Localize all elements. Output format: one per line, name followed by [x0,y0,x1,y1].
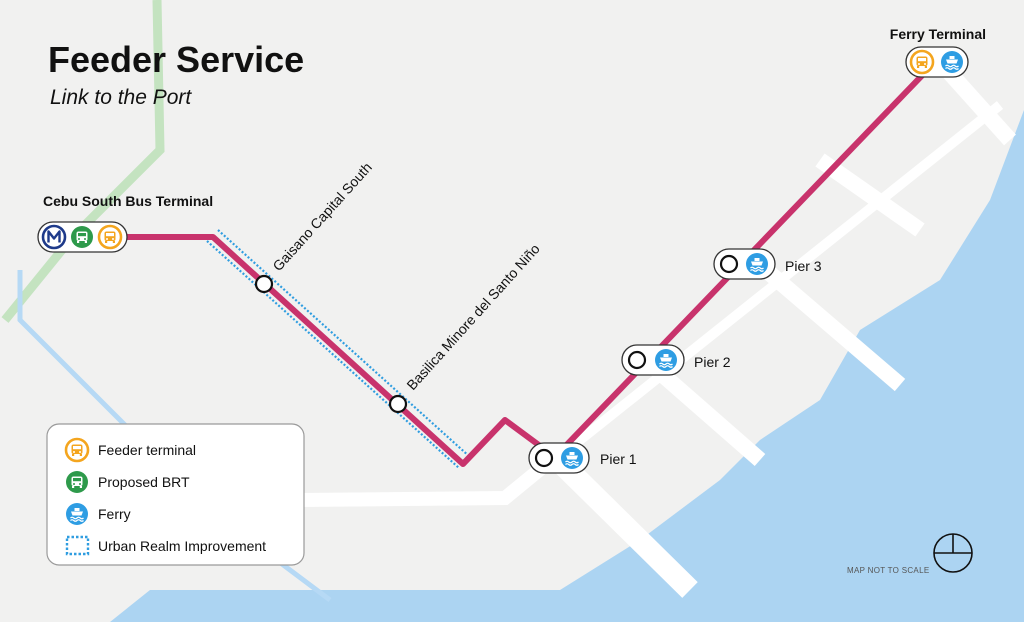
terminal-label: Ferry Terminal [890,26,986,42]
brt-line-background [1,0,165,323]
ferry-icon [560,446,584,470]
ferry-icon [940,50,964,74]
legend-box [46,423,305,566]
compass-icon [933,533,973,573]
brt-bus-icon [71,226,93,248]
stop-marker [627,350,647,370]
sea-water [110,110,1024,622]
ferry-icon [65,502,89,526]
legend-label: Urban Realm Improvement [98,538,266,554]
metro-icon [41,224,67,250]
feeder-bus-icon [64,437,90,463]
terminal-cebu-south[interactable]: Cebu South Bus Terminal [37,193,213,253]
legend-item-ferry: Ferry [65,502,131,526]
stop-marker [388,394,408,414]
terminal-label: Cebu South Bus Terminal [43,193,213,209]
stop-marker [534,448,554,468]
dotted-square-icon [65,535,90,556]
feeder-bus-icon [909,49,935,75]
map-title: Feeder Service [48,39,304,80]
map-subtitle: Link to the Port [50,86,192,109]
stop-pier-3[interactable]: Pier 3 [713,248,822,280]
legend-label: Feeder terminal [98,442,196,458]
legend-label: Proposed BRT [98,474,190,490]
stop-pier-2[interactable]: Pier 2 [621,344,731,376]
ferry-icon [745,252,769,276]
legend-item-brt: Proposed BRT [66,471,190,493]
stop-label: Pier 1 [600,451,637,467]
feeder-bus-icon [97,224,123,250]
stop-label: Pier 3 [785,258,822,274]
stop-marker [719,254,739,274]
stop-marker [254,274,274,294]
scale-note: MAP NOT TO SCALE [847,566,929,575]
brt-bus-icon [66,471,88,493]
feeder-route-line [110,59,938,467]
map-legend: Feeder terminal Proposed BRT Ferry Urban… [46,423,305,566]
ferry-icon [654,348,678,372]
legend-item-urban-realm: Urban Realm Improvement [65,535,266,556]
legend-item-feeder: Feeder terminal [64,437,196,463]
terminal-ferry[interactable]: Ferry Terminal [890,26,986,78]
legend-label: Ferry [98,506,131,522]
stop-pier-1[interactable]: Pier 1 [528,442,637,474]
stop-label: Pier 2 [694,354,731,370]
